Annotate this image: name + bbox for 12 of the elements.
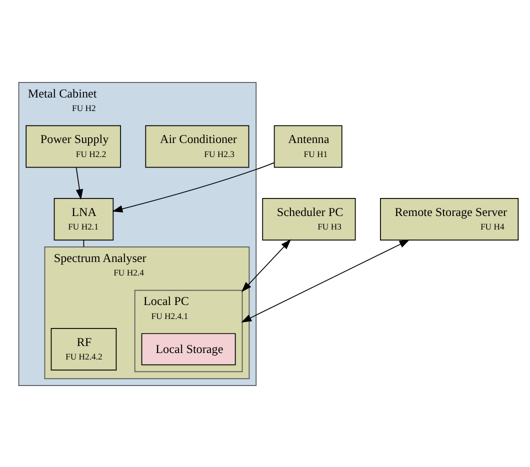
node-box: Air Conditioner FU H2.3 <box>145 124 250 168</box>
node-box: Antenna FU H1 <box>274 124 342 168</box>
arrow <box>112 162 275 212</box>
arrow <box>241 239 410 322</box>
node-box: Power Supply FU H2.2 <box>26 124 121 168</box>
node-box: Scheduler PC FU H3 <box>262 198 356 240</box>
arrow <box>76 166 84 200</box>
arrow <box>241 238 292 292</box>
node-box: LNA FU H2.1 <box>54 198 114 240</box>
node-box: Remote Storage Server FU H4 <box>380 198 519 240</box>
node-box: RF FU H2.4.2 <box>50 328 117 370</box>
node-box: Local Storage <box>141 332 236 365</box>
